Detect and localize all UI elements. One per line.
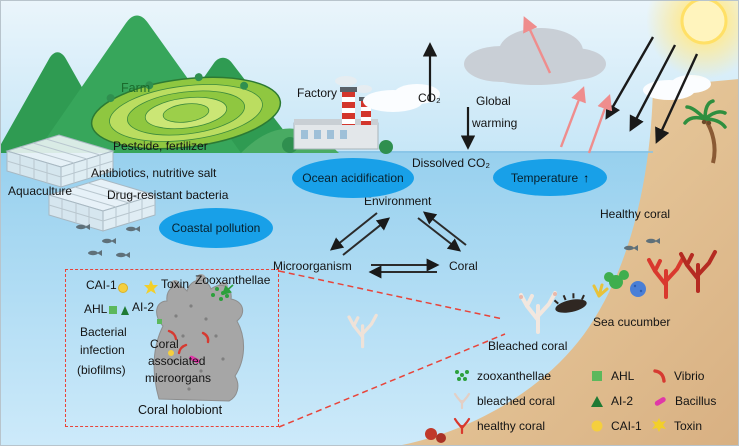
- legend-item-ai2: AI-2: [589, 393, 651, 409]
- farm-label: Farm: [121, 81, 151, 95]
- temperature-text: Temperature: [510, 170, 579, 185]
- co2-exchange-arrows: [422, 42, 476, 150]
- ocean-acidification-bubble: Ocean acidification: [292, 158, 414, 198]
- global-warming-label-line1: Global: [476, 94, 511, 108]
- white-clouds: [363, 75, 711, 112]
- microorganism-label: Microorganism: [273, 259, 352, 273]
- healthy-coral-illustration: [592, 250, 717, 299]
- legend-item-bacillus: Bacillus: [651, 393, 735, 409]
- inset-caption: Coral holobiont: [138, 403, 223, 417]
- cai1-icon: [591, 420, 603, 431]
- farm-field: [90, 73, 282, 150]
- bleached-coral-icon: [453, 392, 471, 409]
- temperature-up-arrow: ↑: [583, 170, 590, 185]
- sea-cucumber-label: Sea cucumber: [593, 315, 671, 329]
- factory-label: Factory: [297, 86, 338, 100]
- palm-tree-icon: [683, 99, 727, 164]
- global-warming-label-line2: warming: [472, 116, 518, 130]
- inset-toxin-label: Toxin: [161, 277, 190, 291]
- solar-radiation-arrows: [605, 36, 699, 144]
- dissolved-co2-label: Dissolved CO₂: [412, 156, 491, 170]
- ahl-icon: [592, 370, 602, 381]
- beach: [401, 79, 738, 445]
- legend-item-ahl: AHL: [589, 368, 651, 384]
- aquaculture-label: Aquaculture: [8, 184, 73, 198]
- inset-coral-associated-line2: associated: [148, 354, 206, 368]
- environment-label: Environment: [364, 194, 432, 208]
- coastal-pollution-text: Coastal pollution: [171, 221, 261, 235]
- toxin-icon: [652, 418, 666, 432]
- legend-item-zooxanthellae: zooxanthellae: [453, 368, 589, 383]
- heat-feedback-arrows: [523, 16, 613, 154]
- inset-bacterial-infection-line1: Bacterial: [80, 325, 127, 339]
- inset-coral-associated-line1: Coral: [150, 337, 179, 351]
- interaction-triangle-arrows: [329, 211, 467, 279]
- inset-bacterial-infection-line2: infection: [80, 343, 125, 357]
- zooxanthellae-icon: [455, 370, 469, 381]
- coral-holobiont-inset: [65, 269, 279, 427]
- sun-icon: [646, 1, 738, 79]
- healthy-coral-icon: [453, 417, 471, 434]
- legend-item-healthy-coral: healthy coral: [453, 417, 589, 434]
- inset-zoom-lines: [278, 270, 506, 428]
- pesticide-fertilizer-label: Pestcide, fertilizer: [113, 139, 208, 153]
- inset-coral-associated-line3: microorgans: [145, 371, 212, 385]
- legend-item-bleached-coral: bleached coral: [453, 392, 589, 409]
- co2-label: CO₂: [418, 91, 441, 105]
- legend-item-cai1: CAI-1: [589, 418, 651, 434]
- coral-label: Coral: [449, 259, 478, 273]
- bleached-coral-label: Bleached coral: [488, 339, 568, 353]
- legend-item-toxin: Toxin: [651, 417, 735, 434]
- inset-ai2-label: AI-2: [132, 300, 155, 314]
- inset-biofilms-label: (biofilms): [77, 363, 126, 377]
- inset-gray-coral: [109, 274, 244, 402]
- coastal-pollution-bubble: Coastal pollution: [159, 208, 273, 248]
- ocean-acidification-text: Ocean acidification: [302, 171, 404, 185]
- temperature-bubble: Temperature ↑: [493, 159, 607, 196]
- vibrio-icon: [653, 368, 666, 383]
- inset-cai1-label: CAI-1: [86, 278, 117, 292]
- bacillus-icon: [654, 396, 666, 406]
- healthy-coral-label: Healthy coral: [600, 207, 671, 221]
- inset-ahl-label: AHL: [84, 302, 108, 316]
- inset-zooxanthellae-label: Zooxanthellae: [195, 273, 271, 287]
- ai2-icon: [591, 395, 603, 407]
- sea-cucumber-illustration: [553, 293, 587, 313]
- legend-item-vibrio: Vibrio: [651, 368, 735, 384]
- bleached-coral-illustration: [347, 291, 557, 443]
- drug-resistant-bacteria-label: Drug-resistant bacteria: [107, 188, 229, 202]
- antibiotics-label: Antibiotics, nutritive salt: [91, 166, 217, 180]
- legend: zooxanthellae AHL Vibrio bleached coral …: [453, 363, 735, 438]
